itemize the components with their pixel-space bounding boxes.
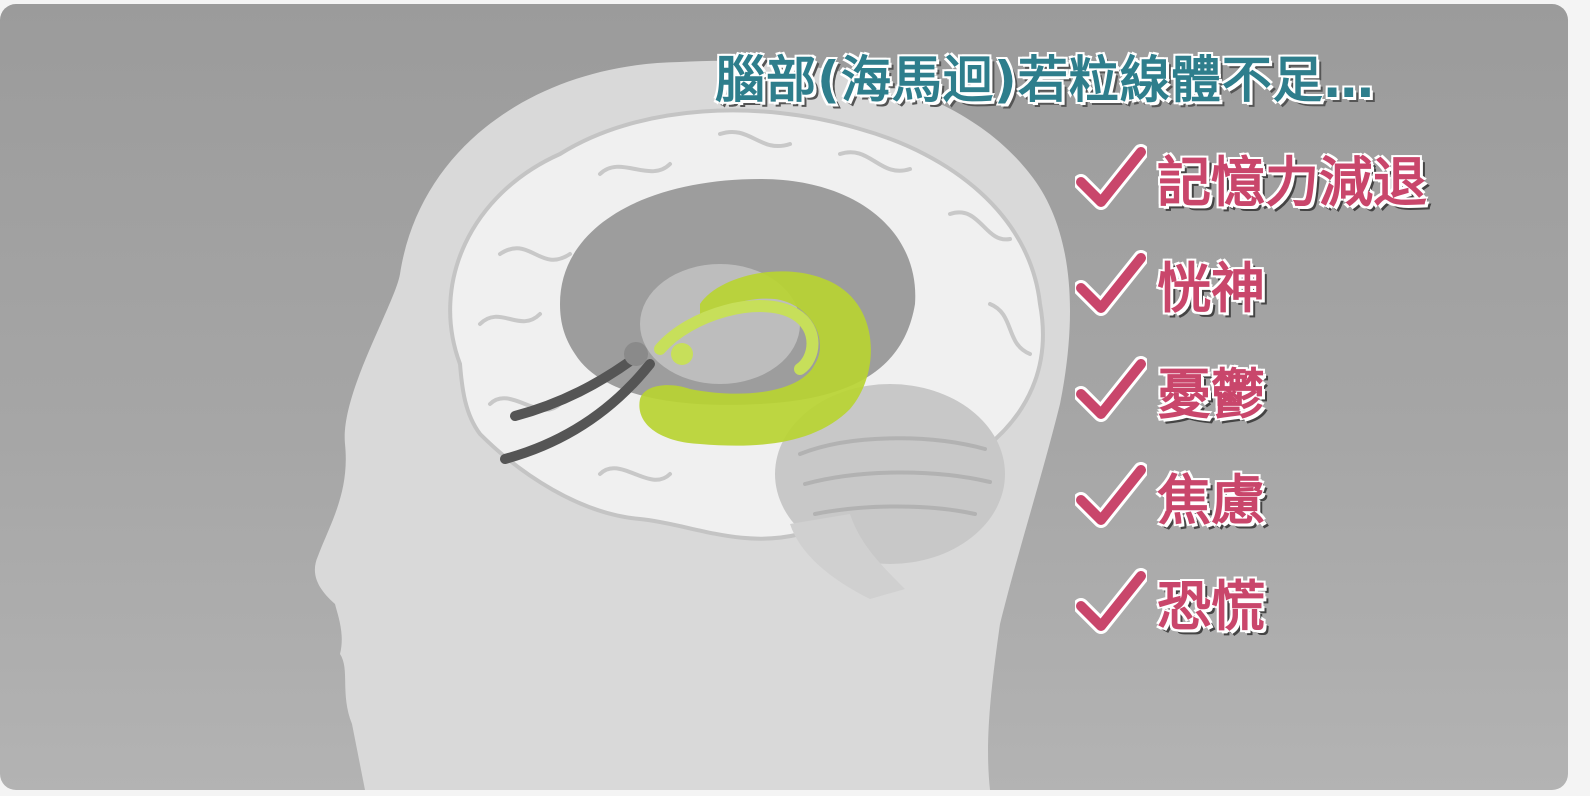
symptom-label: 恐慌: [1157, 575, 1265, 638]
brain-folds: [478, 130, 1032, 482]
olfactory-nerve: [510, 349, 645, 421]
symptom-label: 恍神: [1157, 257, 1265, 320]
symptom-label: 焦慮: [1157, 469, 1265, 532]
slide-scene: 腦部(海馬迴)若粒線體不足… 記憶力減退 恍神: [0, 4, 1568, 790]
mammillary-body: [671, 343, 693, 365]
olfactory-bulb: [624, 342, 648, 366]
checkmark-icon: [1075, 568, 1147, 634]
fornix: [654, 300, 819, 375]
cerebellum-folds: [798, 436, 992, 516]
symptom-label: 憂鬱: [1157, 363, 1265, 426]
checkmark-icon: [1075, 144, 1147, 210]
checkmark-icon: [1075, 356, 1147, 422]
hippocampus: [639, 271, 871, 446]
olfactory-nerve-lower: [500, 359, 655, 464]
checkmark-icon: [1075, 250, 1147, 316]
head-brain-illustration: [314, 60, 1071, 790]
checkmark-icon: [1075, 462, 1147, 528]
brainstem: [790, 514, 905, 599]
symptom-label: 記憶力減退: [1157, 151, 1427, 214]
page-title: 腦部(海馬迴)若粒線體不足…: [715, 51, 1375, 109]
